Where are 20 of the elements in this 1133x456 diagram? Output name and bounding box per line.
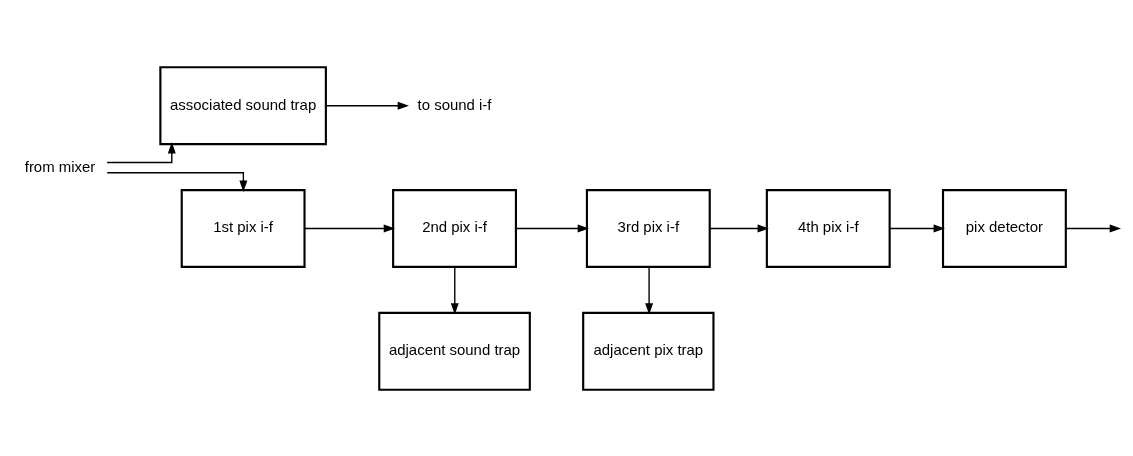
arrow [325, 101, 409, 110]
node-box: 3rd pix i-f [585, 188, 711, 268]
node-box: 4th pix i-f [765, 188, 891, 268]
node-box: associated sound trap [159, 65, 327, 145]
arrow [889, 224, 945, 232]
node-box: adjacent pix trap [582, 311, 715, 391]
node-box: 1st pix i-f [180, 188, 306, 268]
arrow [106, 141, 176, 163]
node-text: from mixer [24, 157, 96, 175]
node-box: pix detector [941, 188, 1067, 268]
arrow [303, 224, 396, 232]
arrow [515, 224, 589, 232]
arrow [106, 171, 248, 192]
arrow [709, 224, 769, 232]
node-text: to sound i-f [417, 95, 492, 113]
arrow [645, 265, 654, 315]
node-box: 2nd pix i-f [392, 188, 517, 268]
arrow [450, 265, 459, 315]
arrow [1065, 224, 1122, 232]
node-box: adjacent sound trap [378, 311, 531, 391]
